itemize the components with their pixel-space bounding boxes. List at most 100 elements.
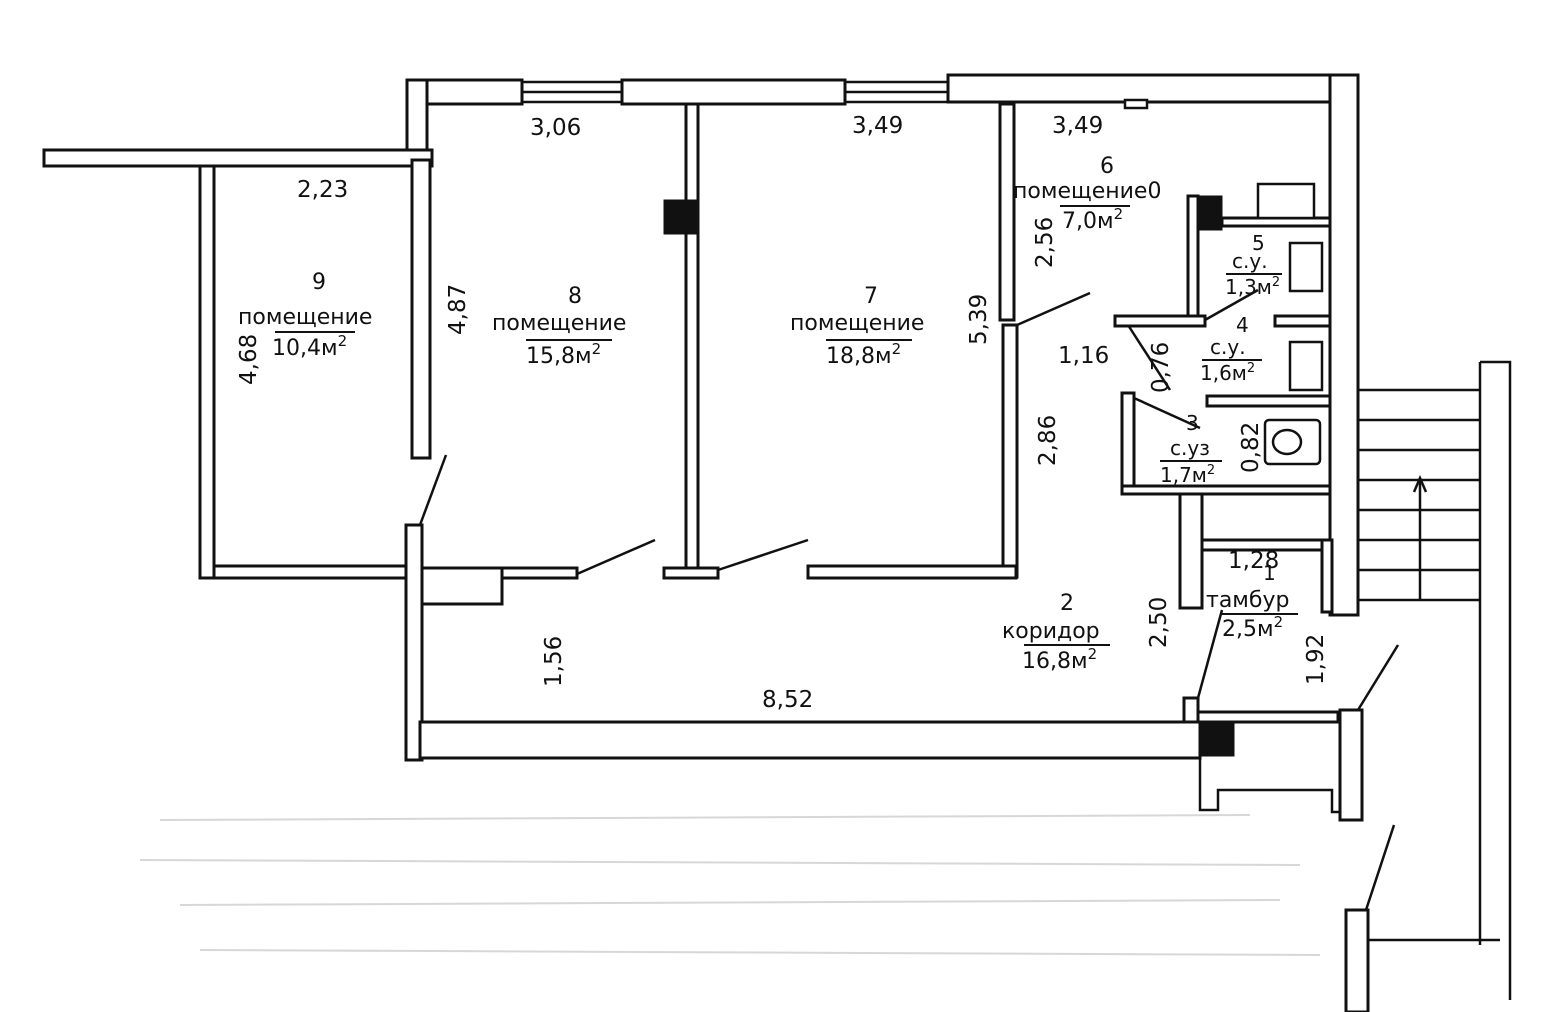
- sanitary-block: [1113, 182, 1334, 614]
- room-name: тамбур: [1206, 588, 1289, 613]
- stair-wall: [1344, 908, 1370, 1012]
- room-number: 2: [1060, 591, 1074, 616]
- dim-wc5-diag: 0,76: [1148, 342, 1174, 393]
- room-number: 3: [1186, 411, 1199, 435]
- dim-corridor-width: 8,52: [762, 687, 813, 713]
- dim-room7-height: 5,39: [966, 294, 992, 345]
- room-9-bottom-wall: [212, 564, 412, 580]
- column: [663, 199, 699, 235]
- wc-wall: [1120, 484, 1332, 496]
- stair-arrow-head: [1412, 474, 1428, 493]
- room-6-label: 6 помещение0 7,0м2: [1013, 154, 1161, 234]
- wc-wall: [1113, 314, 1207, 328]
- entry-wall: [1196, 710, 1340, 724]
- door-wc-4: [1126, 324, 1172, 391]
- wc-wall: [1186, 194, 1200, 318]
- door-wc-5: [1204, 288, 1259, 322]
- door-room-6: [1016, 291, 1091, 327]
- stair-wall: [1338, 708, 1364, 822]
- corridor-bottom-walls: [418, 696, 1340, 814]
- stairs: [1338, 360, 1512, 1012]
- vestibule-right-wall: [1320, 538, 1334, 614]
- dim-vestibule-width: 1,28: [1228, 548, 1279, 574]
- right-wall: [1328, 73, 1360, 617]
- room-area: 1,3м2: [1225, 275, 1280, 299]
- room-number: 5: [1252, 231, 1265, 255]
- room-4-label: 4 с.у. 1,6м2: [1200, 313, 1262, 385]
- room-5-label: 5 с.у. 1,3м2: [1225, 231, 1282, 299]
- door-room-7: [717, 538, 809, 572]
- column: [1197, 719, 1235, 757]
- balcony-top-wall: [42, 148, 434, 168]
- room-number: 1: [1263, 561, 1276, 585]
- room-8-label: 8 помещение 15,8м2: [492, 284, 626, 369]
- room-name: коридор: [1002, 619, 1100, 644]
- room-9-label: 9 помещение 10,4м2: [238, 270, 372, 361]
- interior-walls: [420, 98, 1149, 606]
- room-name: с.у.: [1232, 249, 1268, 273]
- door-room-9: [418, 454, 448, 526]
- room-area: 15,8м2: [526, 340, 601, 369]
- room-7-label: 7 помещение 18,8м2: [790, 284, 924, 369]
- room-area: 1,6м2: [1200, 361, 1255, 385]
- door-vestibule: [1196, 609, 1224, 699]
- dim-top-room6: 3,49: [1052, 113, 1103, 139]
- dim-hall-mid: 1,16: [1058, 343, 1109, 369]
- door-wc-3: [1133, 396, 1201, 430]
- doors: [418, 288, 1400, 911]
- dim-top-room7: 3,49: [852, 113, 903, 139]
- dim-vestibule-height: 1,92: [1303, 634, 1329, 685]
- room-number: 8: [568, 284, 582, 309]
- dim-top-room9: 2,23: [297, 177, 348, 203]
- room-number: 9: [312, 270, 326, 295]
- room-area: 18,8м2: [826, 340, 901, 369]
- dim-top-room8: 3,06: [530, 115, 581, 141]
- sink-fixture: [1256, 182, 1316, 220]
- room-number: 7: [864, 284, 878, 309]
- wall-7-6-lower: [1001, 323, 1019, 579]
- toilet-fixture: [1288, 340, 1324, 392]
- dim-room9-height: 4,68: [236, 334, 262, 385]
- room-name: помещение: [790, 311, 924, 336]
- room-8-niche: [420, 566, 504, 606]
- dim-corridor-height-right: 2,50: [1146, 597, 1172, 648]
- toilet-fixture: [1288, 241, 1324, 293]
- wall-9-8-upper: [410, 158, 432, 460]
- room-3-label: 3 с.уз 1,7м2: [1160, 411, 1222, 487]
- wc-wall: [1273, 314, 1332, 328]
- door-exterior: [1364, 824, 1396, 911]
- door-entry: [1356, 644, 1400, 711]
- dimension-labels: 3,06 3,49 3,49 2,23 4,68 4,87 5,39 2,56 …: [236, 113, 1329, 713]
- wc-wall: [1120, 391, 1136, 490]
- room-area: 7,0м2: [1062, 205, 1123, 234]
- wall-7-6-upper: [998, 102, 1016, 322]
- room-1-label: 1 тамбур 2,5м2: [1206, 561, 1298, 642]
- dim-corridor-left: 2,86: [1035, 415, 1061, 466]
- dim-room8-height: 4,87: [445, 284, 471, 335]
- window: [522, 80, 622, 104]
- exterior-railing: [1480, 360, 1512, 1000]
- room-name: помещение0: [1013, 179, 1161, 204]
- room-area: 2,5м2: [1222, 613, 1283, 642]
- top-wall-segment: [620, 78, 847, 106]
- wall-stub: [662, 566, 720, 580]
- outer-walls: [42, 73, 1360, 617]
- door-jamb: [1182, 696, 1200, 724]
- room-9-walls: [198, 158, 432, 762]
- room-number: 4: [1236, 313, 1249, 337]
- room-name: помещение: [492, 311, 626, 336]
- window: [845, 80, 948, 104]
- room-name: с.у.: [1210, 335, 1246, 359]
- background-bleed-lines: [139, 814, 1321, 956]
- wall-8-7: [684, 102, 700, 571]
- room-7-bottom-wall: [806, 564, 1018, 580]
- vestibule-left-wall: [1178, 492, 1204, 610]
- room-2-label: 2 коридор 16,8м2: [1002, 591, 1110, 674]
- room-area: 16,8м2: [1022, 645, 1097, 674]
- top-wall-segment: [946, 73, 1345, 104]
- wall-9-8-lower: [404, 523, 424, 762]
- dim-corridor-height-left: 1,56: [541, 636, 567, 687]
- room-area: 10,4м2: [272, 332, 347, 361]
- door-room-8: [576, 538, 656, 576]
